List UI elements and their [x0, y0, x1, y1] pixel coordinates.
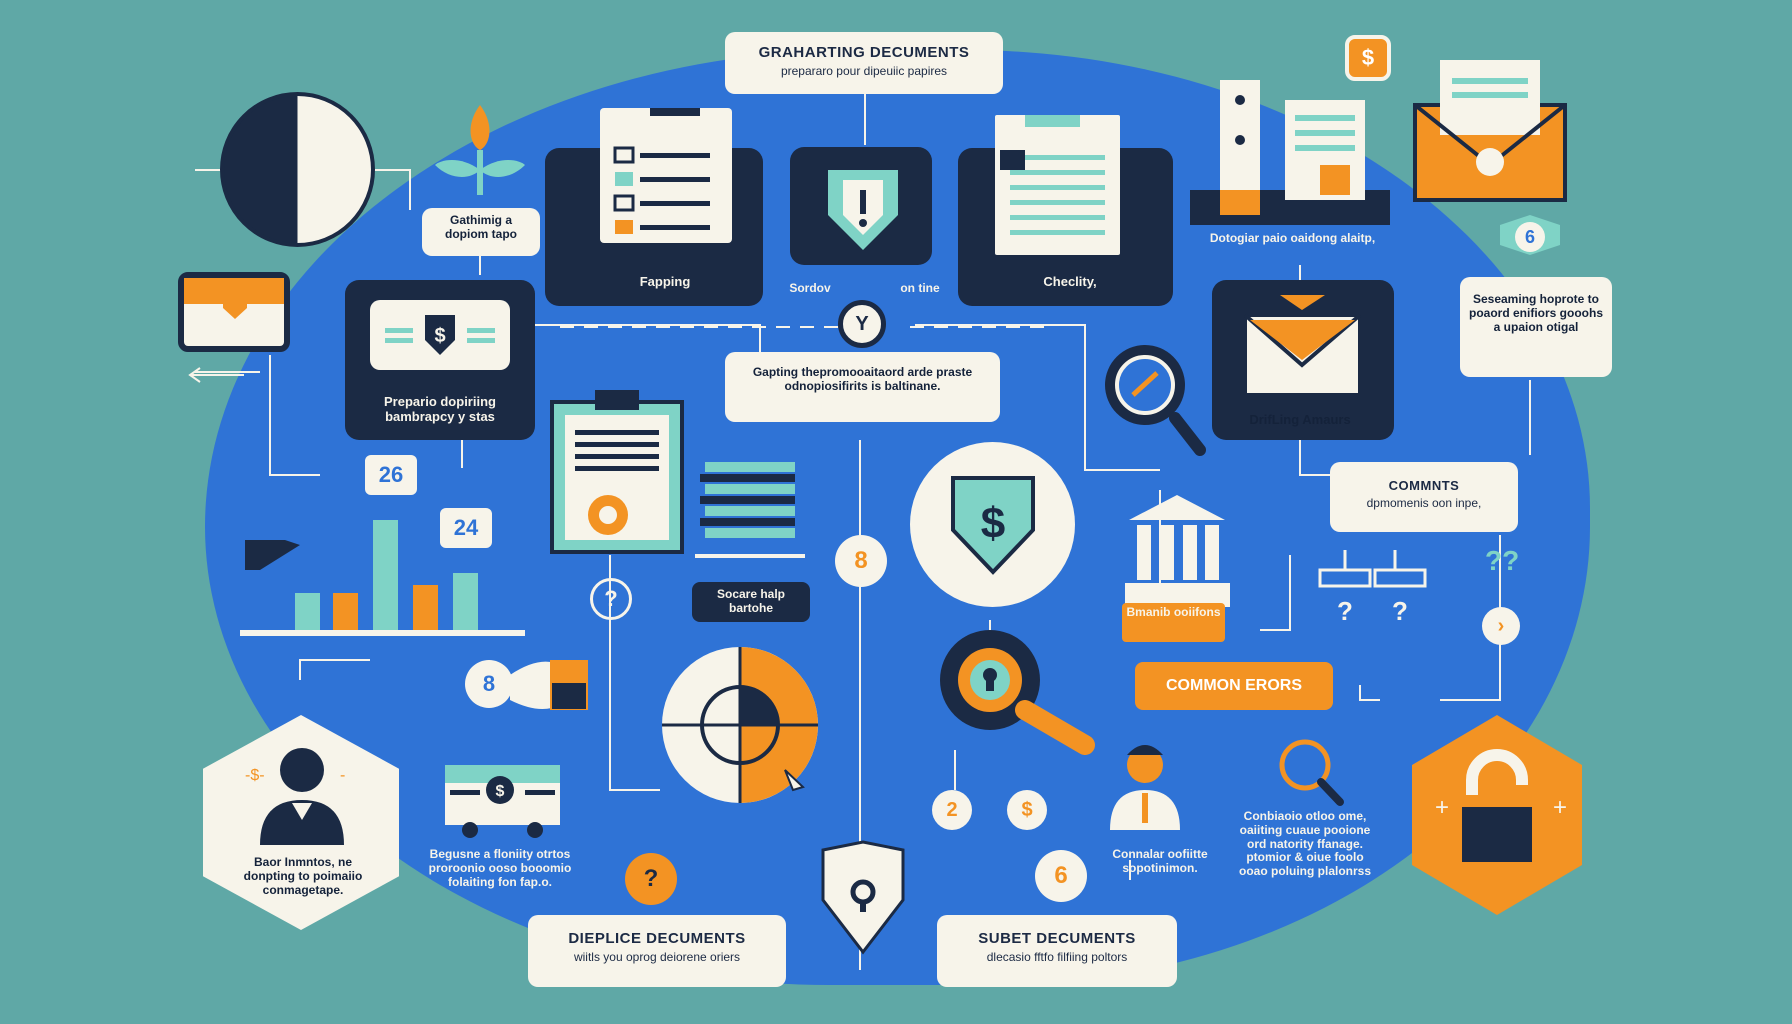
question-badge: ?	[625, 853, 677, 905]
question-marks-icon: ??	[1485, 545, 1520, 576]
truck-icon: $	[445, 765, 560, 838]
svg-text:-$-: -$-	[245, 767, 265, 784]
search-icon	[1279, 739, 1344, 806]
padlock-hex-icon: ++	[1412, 715, 1582, 915]
person-left-label: Baor Inmntos, ne donpting to poimaiio co…	[243, 855, 363, 897]
magnifier-gear-icon	[1105, 345, 1206, 456]
number-6-badge: 6	[1035, 850, 1087, 902]
help-icon: ?	[590, 578, 632, 620]
svg-text:?: ?	[1337, 596, 1353, 625]
paper-stack-icon	[695, 462, 805, 558]
dollar-coin-icon: $	[1007, 790, 1047, 830]
consultant-avatar-icon	[1110, 745, 1180, 830]
truck-label: Begusne a floniity otrtos proroonio ooso…	[428, 847, 572, 889]
bank-label: Bmanib ooiifons	[1122, 603, 1225, 642]
question-flow-icon: ? ?	[1318, 550, 1427, 625]
svg-text:$: $	[434, 325, 445, 347]
prepare-label: Prepario dopiriing bambrapcy y stas	[384, 394, 496, 424]
dollar-tag-icon: $	[1345, 35, 1391, 81]
document-icon	[995, 95, 1120, 255]
secure-help-label: Socare halp bartohe	[692, 582, 810, 622]
duplice-title: DIEPLICE DECUMENTS	[568, 930, 746, 947]
warning-shield-icon	[828, 170, 898, 250]
check-circle-icon: Y	[838, 300, 886, 348]
gapping-note: Gapting thepromooaitaord arde praste odn…	[725, 352, 1000, 422]
section-label-right: on tine	[900, 281, 940, 295]
continue-note: Conbiaoio otloo ome, oaiiting cuaue pooi…	[1239, 809, 1371, 879]
hand-card-icon	[510, 660, 588, 710]
consultant-label: Connalar oofiitte sopotinimon.	[1112, 847, 1208, 875]
filing-label: Fapping	[639, 274, 691, 289]
number-2-badge: 2	[932, 790, 972, 830]
open-envelope-icon	[1413, 60, 1567, 202]
shield-card-icon[interactable]	[178, 272, 290, 352]
arrow-left-icon	[188, 367, 244, 383]
number-8-center: 8	[835, 535, 887, 587]
half-circle-icon	[220, 92, 375, 247]
keyhole-shield-icon	[821, 840, 905, 955]
section-label-left: Sordov	[789, 281, 831, 295]
svg-text:-: -	[340, 767, 345, 784]
duplice-documents-card[interactable]: DIEPLICE DECUMENTS wiitls you oprog deio…	[528, 915, 786, 987]
chevron-right-icon[interactable]: ›	[1482, 607, 1520, 645]
clipboard-icon	[550, 390, 684, 554]
subet-documents-card[interactable]: SUBET DECUMENTS dlecasio fftfo filfiing …	[937, 915, 1177, 987]
dollar-shield-icon: $	[910, 442, 1075, 607]
header-subtitle: prepararo pour dipeuiic papires	[780, 64, 948, 78]
comments-card[interactable]: COMMNTS dpmomenis oon inpe,	[1330, 462, 1518, 532]
comments-title: COMMNTS	[1388, 478, 1460, 493]
subet-title: SUBET DECUMENTS	[978, 930, 1136, 947]
header-title: GRAHARTING DECUMENTS	[758, 44, 970, 61]
subet-sub: dlecasio fftfo filfiing poltors	[986, 950, 1128, 964]
target-chart-icon	[662, 647, 818, 803]
plant-icon	[435, 105, 525, 195]
bar-chart-icon	[240, 520, 525, 636]
comments-sub: dpmomenis oon inpe,	[1366, 496, 1482, 510]
number-26-badge: 26	[365, 455, 417, 495]
svg-text:?: ?	[1392, 596, 1408, 625]
checklist-icon	[600, 78, 732, 243]
desc-top-right: Dotogiar paio oaidong alaitp,	[1209, 231, 1376, 245]
svg-text:+: +	[1553, 794, 1567, 821]
gathering-label: Gathimig a dopiom tapo	[422, 208, 540, 256]
filing-cabinet-icon	[1190, 80, 1390, 225]
header-card: GRAHARTING DECUMENTS prepararo pour dipe…	[725, 32, 1003, 94]
duplice-sub: wiitls you oprog deiorene oriers	[573, 950, 741, 964]
check-banner-icon: $	[370, 300, 510, 370]
svg-text:$: $	[496, 783, 505, 800]
user-avatar-icon: -$- -	[245, 748, 345, 845]
drifting-label: DrifLing Amaurs	[1249, 412, 1351, 427]
number-6-top: 6	[1515, 222, 1545, 252]
bank-icon	[1125, 495, 1230, 607]
svg-text:$: $	[980, 499, 1004, 548]
checklist-label: Checlity,	[1043, 274, 1097, 289]
number-24-badge: 24	[440, 508, 492, 548]
svg-text:+: +	[1435, 794, 1449, 821]
screening-note: Seseaming hoprote to poaord enifiors goo…	[1460, 277, 1612, 377]
common-errors-button[interactable]: COMMON ERORS	[1135, 662, 1333, 710]
key-magnifier-icon	[940, 630, 1095, 755]
number-8-left: 8	[465, 660, 513, 708]
envelope-icon	[1243, 295, 1362, 397]
